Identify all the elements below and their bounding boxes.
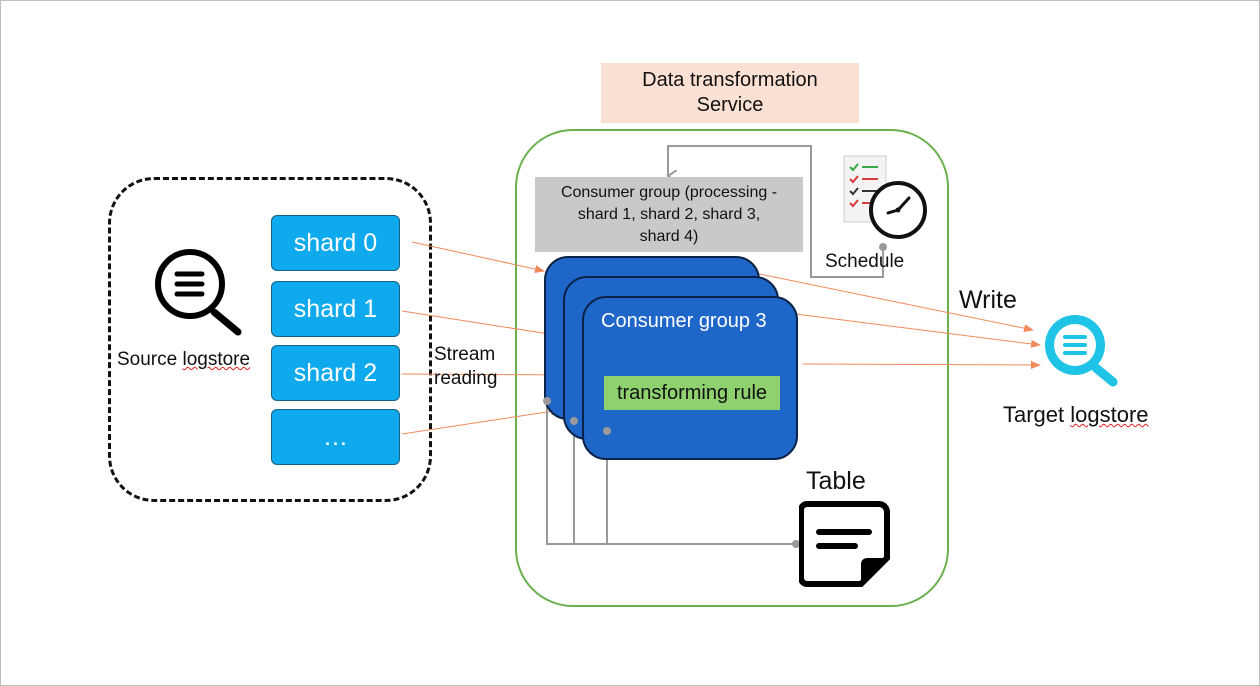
consumer-group-label: Consumer group 3 [601, 310, 767, 332]
shard-1: shard 1 [271, 281, 400, 337]
source-logstore-icon [155, 249, 242, 336]
schedule-loop [667, 145, 884, 278]
processing-consumer-group: Consumer group (processing - shard 1, sh… [535, 177, 803, 252]
shard-0: shard 0 [271, 215, 400, 271]
table-connector-1 [546, 401, 796, 545]
table-label: Table [806, 467, 866, 495]
arrow-write-2 [779, 311, 1041, 348]
processing-line3: shard 4) [639, 227, 699, 245]
service-title-line1: Data transformation [642, 69, 818, 91]
arrow-shard-more [401, 407, 561, 435]
target-label-word: logstore [1070, 402, 1149, 427]
shard-2: shard 2 [271, 345, 400, 401]
processing-line1: Consumer group (processing - [560, 183, 778, 201]
schedule-label: Schedule [825, 251, 905, 272]
source-label-prefix: Source [117, 349, 183, 370]
service-title: Data transformation Service [601, 63, 859, 123]
table-icon [799, 501, 890, 587]
source-logstore-container [108, 177, 432, 502]
write-label: Write [959, 286, 1017, 314]
shard-more: … [271, 409, 400, 465]
arrow-write-1 [729, 267, 1034, 333]
target-logstore-label: Target logstore [1003, 402, 1149, 428]
stream-line1: Stream [434, 344, 496, 365]
source-label-word: logstore [182, 349, 251, 370]
transforming-rule: transforming rule [604, 376, 780, 410]
arrow-shard0 [411, 241, 545, 273]
arrow-write-3 [802, 360, 1041, 369]
arrow-shard1 [401, 310, 563, 339]
schedule-icon [843, 155, 927, 239]
stream-line2: reading [434, 368, 498, 389]
source-logstore-label: Source logstore [117, 349, 250, 371]
service-container [515, 129, 949, 607]
service-title-line2: Service [696, 94, 764, 116]
processing-line2: shard 1, shard 2, shard 3, [577, 205, 761, 223]
target-logstore-icon [1045, 315, 1118, 387]
target-label-prefix: Target [1003, 402, 1071, 427]
stream-reading-label: Stream reading [434, 343, 497, 391]
